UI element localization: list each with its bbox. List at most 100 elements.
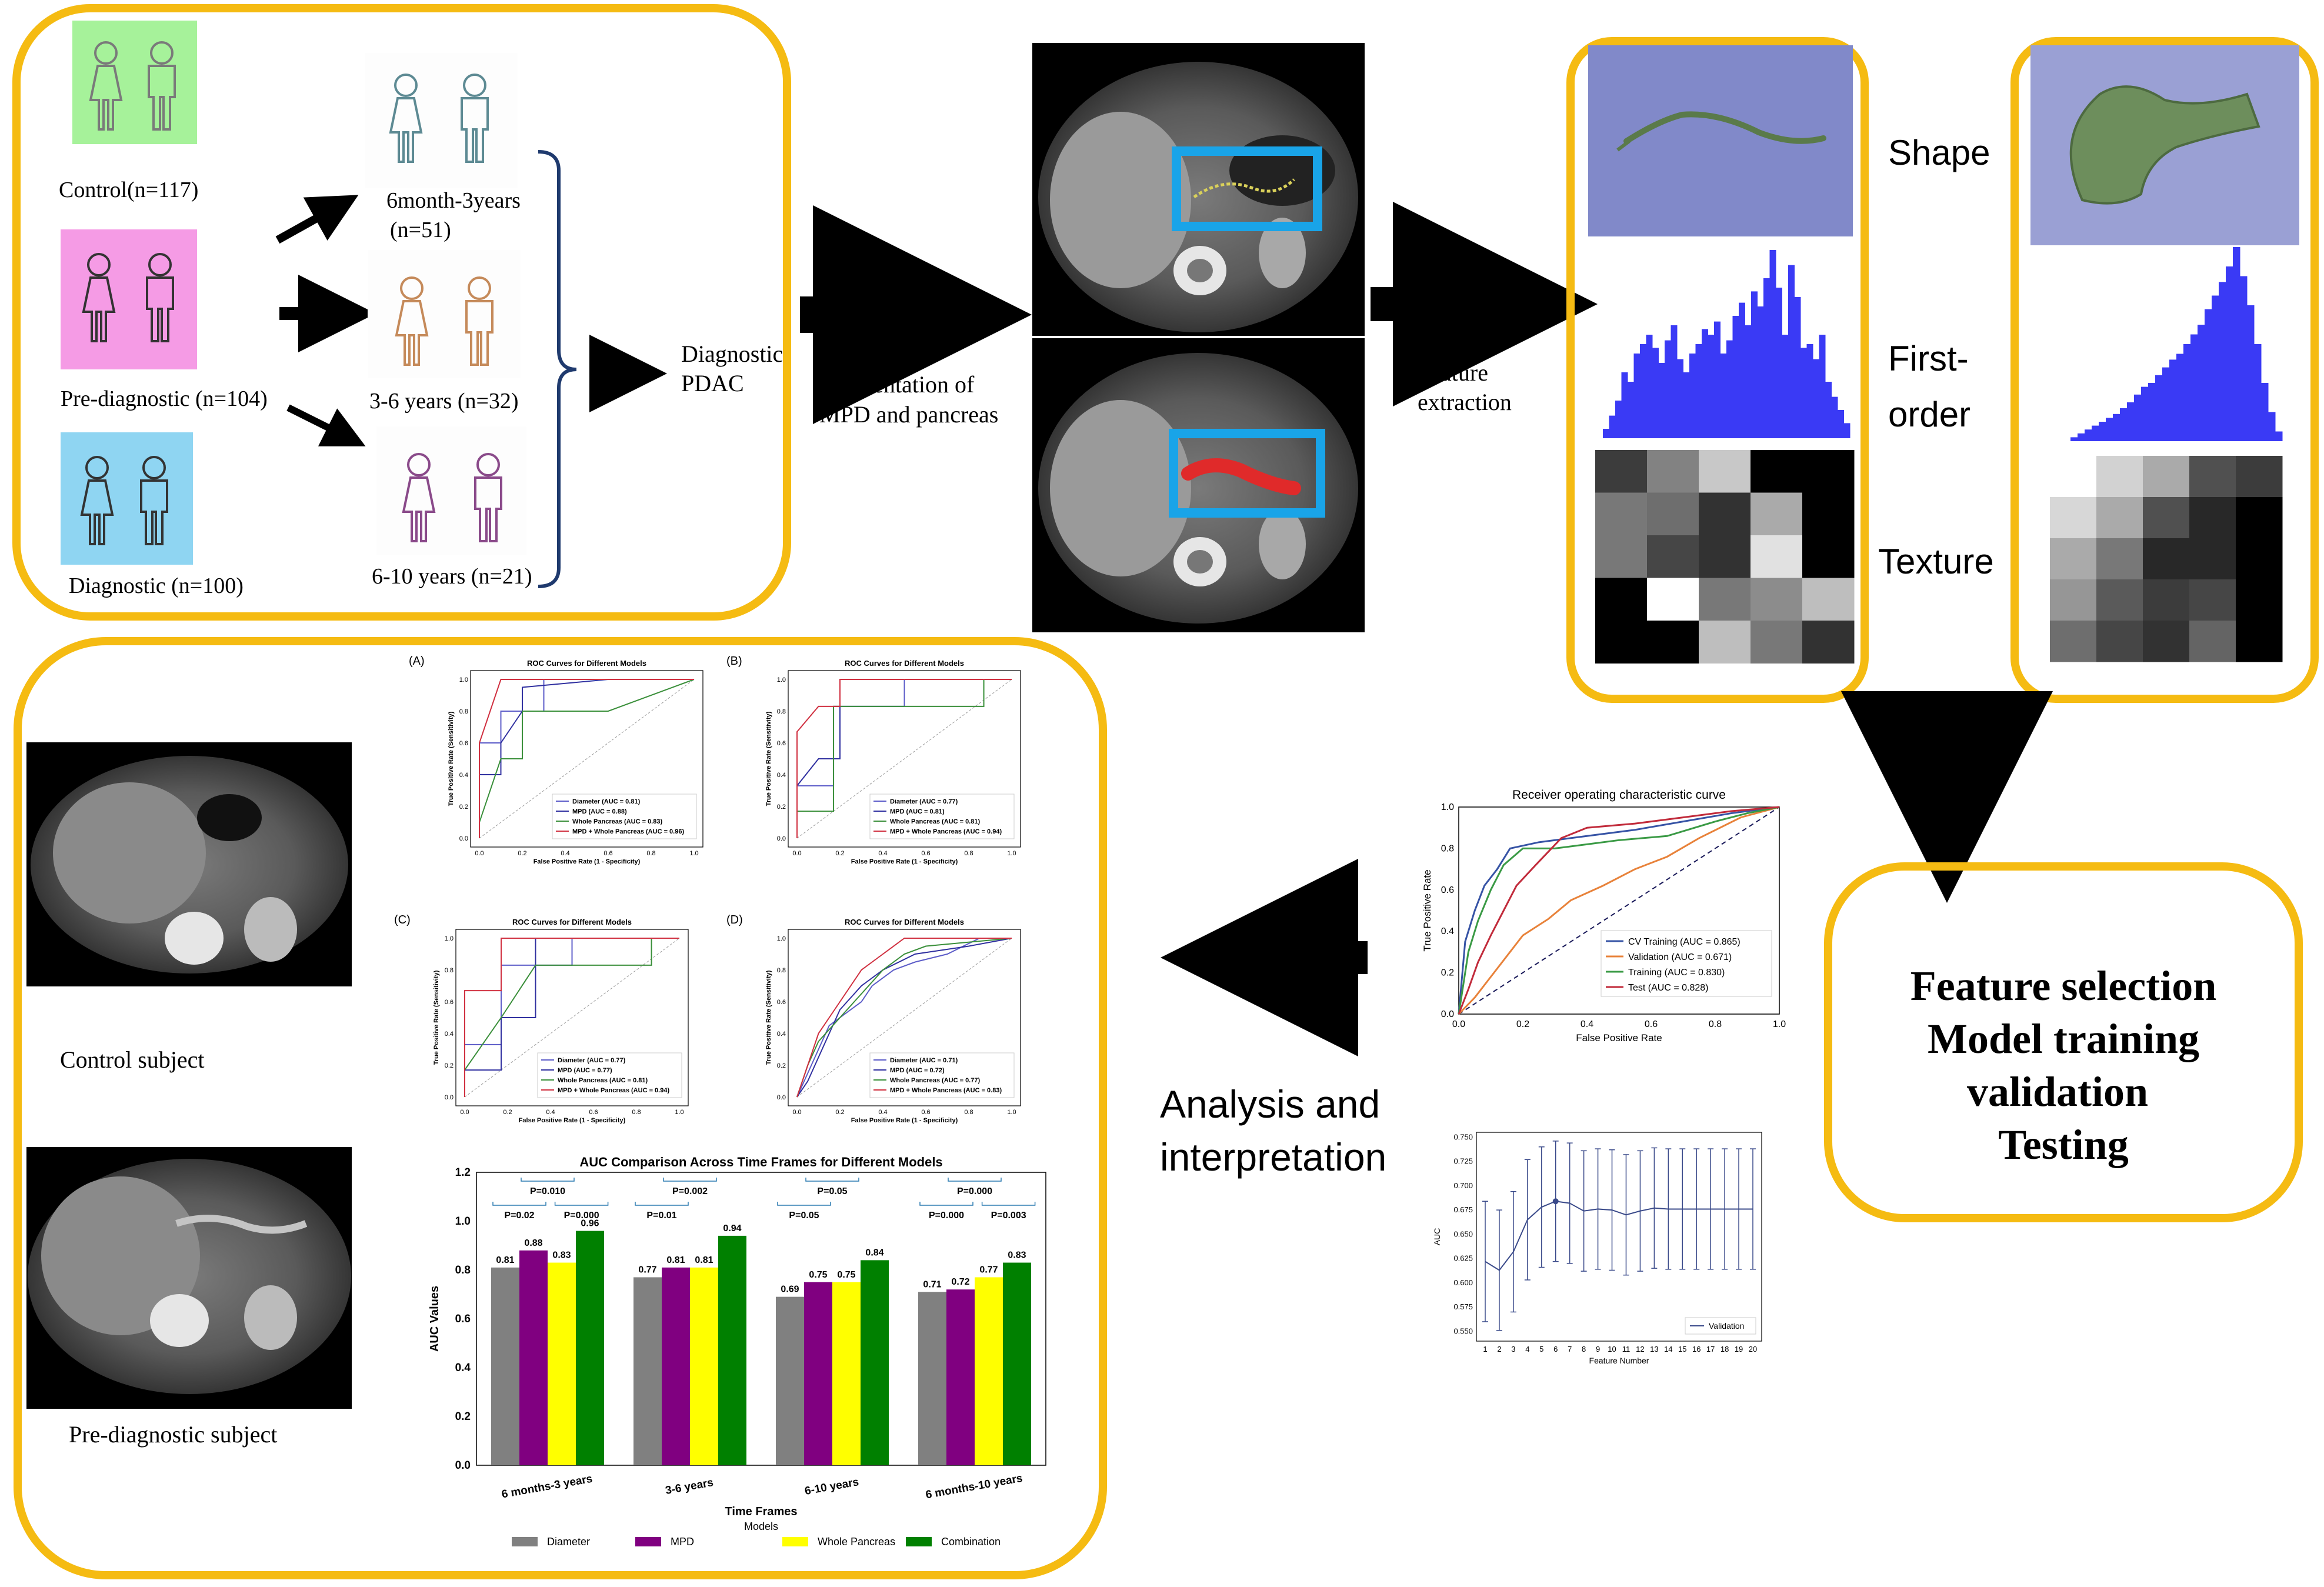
histogram-bar [1633, 354, 1641, 438]
texture-cell [1595, 492, 1648, 536]
x-tick-label: 1.0 [1007, 1109, 1016, 1116]
bar-value-label: 0.72 [951, 1277, 969, 1287]
pdac-label-b: PDAC [681, 370, 744, 396]
histogram-bar [1603, 429, 1609, 438]
texture-cell [2143, 538, 2190, 580]
roc-curve [796, 679, 1012, 838]
histogram-bar [1776, 288, 1782, 438]
best-point [1552, 1198, 1559, 1205]
y-tick-label: 1.0 [777, 676, 786, 684]
y-tick-label: 0.8 [445, 967, 454, 974]
panel-tag: (C) [394, 913, 411, 926]
x-tick-label: 20 [1749, 1345, 1757, 1353]
x-axis-label: False Positive Rate (1 - Specificity) [851, 1117, 958, 1124]
histogram-bar [1831, 396, 1838, 438]
x-axis-label: False Positive Rate [1576, 1032, 1662, 1043]
histogram-bar [2240, 276, 2248, 441]
x-tick-label: 6 [1553, 1345, 1558, 1353]
y-tick-label: 1.0 [1441, 802, 1454, 812]
y-tick-label: 0.2 [777, 803, 786, 811]
texture-cell [2236, 579, 2283, 621]
panel-tag: (D) [726, 913, 743, 926]
texture-cell [1647, 535, 1699, 578]
bar-value-label: 0.69 [781, 1285, 799, 1295]
x-axis-label: False Positive Rate (1 - Specificity) [519, 1117, 626, 1124]
bar [718, 1235, 746, 1465]
histogram-bar [1720, 354, 1727, 438]
p-value-annotation: P=0.000 [929, 1211, 964, 1221]
x-tick-label: 0.2 [518, 850, 526, 857]
legend-entry: Diameter (AUC = 0.81) [572, 798, 641, 805]
bar-value-label: 0.94 [723, 1223, 741, 1233]
p-value-annotation: P=0.003 [991, 1211, 1026, 1221]
bar [576, 1231, 604, 1465]
x-tick-label: 0.2 [835, 850, 844, 857]
texture-cell [1750, 578, 1803, 621]
y-tick-label: 0.750 [1453, 1132, 1473, 1141]
texture-cell [2050, 497, 2097, 539]
histogram-bar [2268, 412, 2276, 441]
legend-entry: MPD [671, 1536, 694, 1548]
histogram-bar [1751, 291, 1758, 438]
legend-entry: Whole Pancreas (AUC = 0.77) [890, 1077, 980, 1084]
bar [832, 1282, 861, 1465]
texture-cell [1699, 578, 1751, 621]
histogram-bar [1677, 359, 1683, 438]
y-tick-label: 0.6 [777, 740, 786, 747]
texture-cell [2096, 538, 2143, 580]
bar-value-label: 0.84 [865, 1248, 883, 1258]
model-training-box [1824, 862, 2303, 1222]
y-tick-label: 0.6 [777, 999, 786, 1006]
control-icon-bg [72, 21, 197, 144]
bar-value-label: 0.77 [638, 1265, 656, 1275]
control-label: Control(n=117) [59, 178, 198, 202]
bar [776, 1296, 804, 1465]
big-roc-chart: Receiver operating characteristic curve0… [1422, 788, 1786, 1043]
y-tick-label: 0.6 [459, 740, 468, 747]
x-tick-label: 1 [1483, 1345, 1487, 1353]
firstorder-label-a: First- [1888, 339, 1969, 378]
y-tick-label: 0.4 [1441, 926, 1454, 936]
histogram-bar [1609, 415, 1616, 438]
t3-label: 6-10 years (n=21) [372, 564, 532, 589]
y-tick-label: 0.725 [1453, 1157, 1473, 1166]
x-tick-label: 0.8 [632, 1109, 641, 1116]
y-tick-label: 1.0 [445, 935, 454, 942]
segmentation-label-a: Segmentation of [819, 371, 975, 398]
panel-title: ROC Curves for Different Models [845, 659, 964, 668]
texture-cell [2189, 579, 2236, 621]
histogram-bar [2148, 383, 2156, 441]
x-tick-label: 1.0 [689, 850, 698, 857]
roc-curve [796, 938, 1012, 1098]
texture-cell [2189, 538, 2236, 580]
texture-cell [1647, 621, 1699, 664]
x-tick-label: 15 [1678, 1345, 1686, 1353]
legend-entry: MPD + Whole Pancreas (AUC = 0.96) [572, 828, 684, 835]
panel-title: ROC Curves for Different Models [527, 659, 646, 668]
y-tick-label: 0.8 [1441, 843, 1454, 853]
legend-swatch [782, 1537, 808, 1546]
roc-curve [1458, 806, 1780, 1015]
histogram-bar [1732, 316, 1739, 438]
results-frame [14, 637, 1107, 1579]
y-tick-label: 0.0 [777, 835, 786, 842]
y-tick-label: 0.675 [1453, 1205, 1473, 1214]
y-tick-label: 0.8 [459, 708, 468, 715]
legend-entry: Whole Pancreas [818, 1536, 895, 1548]
diag-icon-bg [61, 432, 193, 565]
texture-cell [1699, 621, 1751, 664]
roc-curve [479, 679, 694, 838]
y-axis-label: True Positive Rate (Sensitivity) [765, 970, 772, 1065]
y-tick-label: 0.600 [1453, 1278, 1473, 1287]
histogram-bar [2169, 359, 2177, 441]
mpd-features-frame [1566, 37, 1869, 703]
histogram-bar [2219, 282, 2226, 441]
y-tick-label: 0.4 [459, 772, 468, 779]
histogram-bar [1763, 278, 1770, 438]
p-value-annotation: P=0.05 [789, 1211, 819, 1221]
x-tick-label: 0.6 [589, 1109, 598, 1116]
histogram-bar [1757, 306, 1764, 438]
bar [662, 1267, 690, 1465]
legend-entry: Whole Pancreas (AUC = 0.83) [572, 818, 662, 825]
x-tick-label: 14 [1664, 1345, 1672, 1353]
